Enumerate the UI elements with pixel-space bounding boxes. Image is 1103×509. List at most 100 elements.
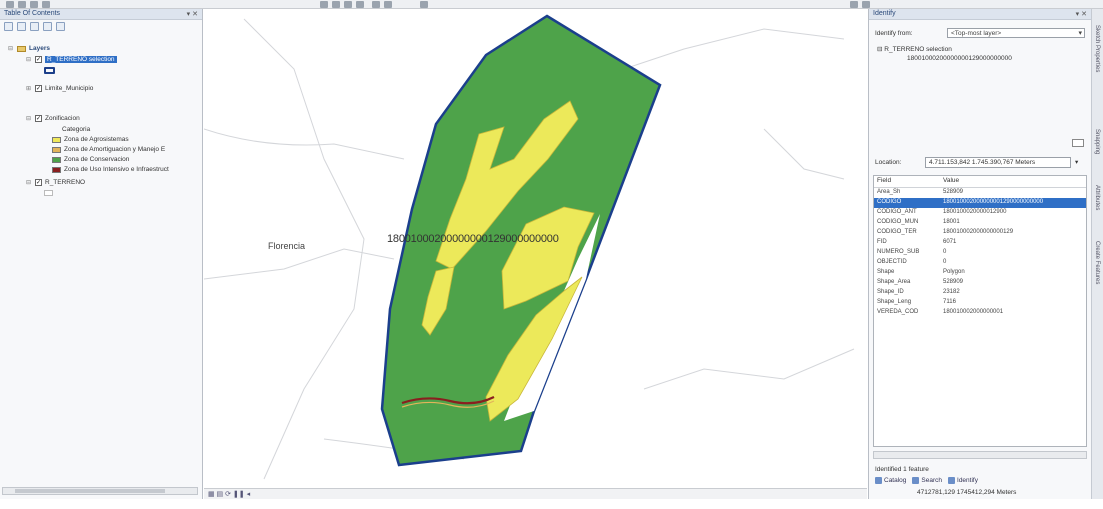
layer-label[interactable]: R_TERRENO selection	[45, 56, 117, 63]
layer-visibility-checkbox[interactable]: ✓	[35, 179, 42, 186]
tab-identify[interactable]: Identify	[948, 477, 978, 484]
identify-tool-icon[interactable]	[384, 1, 392, 8]
table-row[interactable]: CODIGO_TER 180010002000000000129	[874, 228, 1086, 238]
editor-icon[interactable]	[850, 1, 858, 8]
legend-item[interactable]: Zona de Uso Intensivo e Infraestruct	[52, 166, 169, 173]
location-dropdown-icon[interactable]: ▾	[1075, 159, 1079, 166]
cursor-coordinates: 4712781,129 1745412,294 Meters	[917, 489, 1017, 496]
identify-panel: Identify ▾ ✕ Identify from: <Top-most la…	[868, 9, 1103, 499]
save-icon[interactable]	[30, 1, 38, 8]
toc-horizontal-scrollbar[interactable]	[2, 487, 198, 495]
table-of-contents-panel: Table Of Contents ▾ ✕ ⊟ Layers ⊟ ✓ R_TER…	[0, 9, 203, 499]
pan-icon[interactable]	[344, 1, 352, 8]
result-feature[interactable]: 18001000200000000129000000000	[907, 55, 1012, 62]
legend-item[interactable]: Zona de Amortiguacion y Manejo E	[52, 146, 165, 153]
collapse-icon[interactable]: ⊟	[26, 57, 32, 63]
layer-label[interactable]: R_TERRENO	[45, 179, 86, 186]
side-tab-snapping[interactable]: Snapping	[1094, 129, 1100, 155]
field-cell: Shape_Area	[877, 279, 911, 285]
field-cell: CODIGO_TER	[877, 229, 917, 235]
identify-from-select[interactable]: <Top-most layer> ▾	[947, 28, 1085, 38]
list-by-visibility-icon[interactable]	[30, 22, 39, 31]
attribute-horizontal-scrollbar[interactable]	[873, 451, 1087, 459]
agro-zone-south[interactable]	[485, 276, 583, 422]
layer-label[interactable]: Zonificacion	[45, 115, 80, 122]
result-layer-name[interactable]: R_TERRENO selection	[884, 46, 952, 53]
legend-swatch[interactable]	[52, 136, 61, 143]
agro-zone-center[interactable]	[501, 206, 595, 310]
infrastructure-strip[interactable]	[401, 396, 495, 405]
chevron-down-icon[interactable]: ▾	[1078, 30, 1082, 37]
layout-icon[interactable]	[862, 1, 870, 8]
side-tab-attributes[interactable]: Attributes	[1094, 185, 1100, 211]
list-by-drawing-order-icon[interactable]	[4, 22, 13, 31]
value-column-header[interactable]: Value	[943, 177, 960, 184]
full-extent-icon[interactable]	[356, 1, 364, 8]
collapse-icon[interactable]: ⊟	[26, 180, 32, 186]
side-tab-sketch-properties[interactable]: Sketch Properties	[1094, 25, 1100, 73]
tab-catalog[interactable]: Catalog	[875, 477, 906, 484]
legend-swatch[interactable]	[52, 156, 61, 163]
zoom-in-icon[interactable]	[320, 1, 328, 8]
toggle-view-icon[interactable]	[1072, 139, 1084, 147]
layout-view-buttons[interactable]: ▦ ▤ ⟳ ❚❚ ◂	[208, 491, 251, 498]
list-by-source-icon[interactable]	[17, 22, 26, 31]
measure-icon[interactable]	[420, 1, 428, 8]
scrollbar-thumb[interactable]	[15, 489, 165, 493]
value-cell: 0	[943, 259, 947, 265]
select-icon[interactable]	[372, 1, 380, 8]
print-icon[interactable]	[42, 1, 50, 8]
zoom-out-icon[interactable]	[332, 1, 340, 8]
tab-search[interactable]: Search	[912, 477, 942, 484]
layer-limite-municipio[interactable]: ⊞ ✓ Limite_Municipio	[26, 85, 93, 92]
result-tree-root[interactable]: ⊟ R_TERRENO selection	[877, 45, 952, 53]
open-icon[interactable]	[18, 1, 26, 8]
layer-r-terreno-selection[interactable]: ⊟ ✓ R_TERRENO selection	[26, 56, 117, 63]
outline-symbol[interactable]	[44, 67, 55, 74]
pin-close-icon[interactable]: ▾ ✕	[186, 11, 198, 18]
collapse-icon[interactable]: ⊟	[877, 46, 885, 53]
location-field[interactable]: 4.711.153,842 1.745.390,767 Meters	[925, 157, 1071, 168]
field-column-header[interactable]: Field	[877, 177, 892, 184]
legend-item[interactable]: Zona de Conservacion	[52, 156, 129, 163]
map-view[interactable]: Florencia 18001000200000000129000000000	[204, 9, 867, 487]
new-icon[interactable]	[6, 1, 14, 8]
side-tab-create-features[interactable]: Create Features	[1094, 241, 1100, 285]
layer-visibility-checkbox[interactable]: ✓	[35, 115, 42, 122]
fill-symbol[interactable]	[44, 190, 53, 196]
layer-visibility-checkbox[interactable]: ✓	[35, 85, 42, 92]
options-icon[interactable]	[56, 22, 65, 31]
layers-root[interactable]: ⊟ Layers	[8, 45, 50, 52]
legend-swatch[interactable]	[52, 166, 61, 173]
legend-item[interactable]: Zona de Agrosistemas	[52, 136, 129, 143]
parcel-code-label: 18001000200000000129000000000	[387, 233, 559, 245]
expand-icon[interactable]: ⊞	[26, 86, 32, 92]
field-cell: Shape_ID	[877, 289, 904, 295]
table-row[interactable]: Shape_Area 528909	[874, 278, 1086, 288]
collapse-icon[interactable]: ⊟	[26, 116, 32, 122]
layer-r-terreno[interactable]: ⊟ ✓ R_TERRENO	[26, 179, 85, 186]
agro-zone-west[interactable]	[421, 266, 455, 336]
value-cell: 528909	[943, 279, 964, 285]
pin-close-icon[interactable]: ▾ ✕	[1075, 11, 1087, 18]
legend-swatch[interactable]	[52, 146, 61, 153]
collapse-icon[interactable]: ⊟	[8, 46, 14, 52]
layer-zonificacion[interactable]: ⊟ ✓ Zonificacion	[26, 115, 80, 122]
value-cell: 180010002000000000129	[943, 229, 1014, 235]
layer-label[interactable]: Limite_Municipio	[45, 85, 94, 92]
layer-visibility-checkbox[interactable]: ✓	[35, 56, 42, 63]
agro-zone-north[interactable]	[435, 100, 579, 270]
map-canvas[interactable]	[204, 9, 867, 487]
list-by-selection-icon[interactable]	[43, 22, 52, 31]
